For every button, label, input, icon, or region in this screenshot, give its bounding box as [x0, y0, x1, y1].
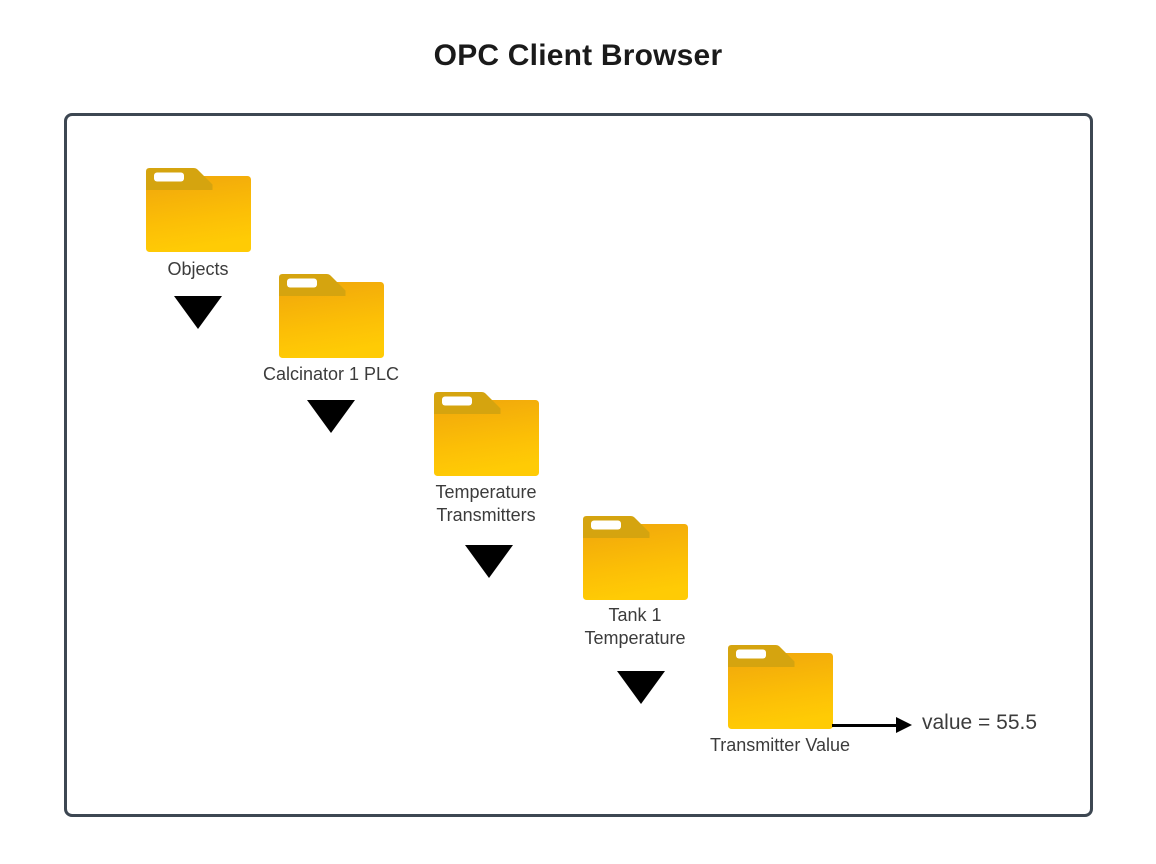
node-label-line: Temperature — [435, 482, 537, 502]
down-triangle-icon[interactable] — [617, 671, 665, 704]
node-label: Temperature Transmitters — [406, 481, 566, 527]
value-readout: value = 55.5 — [922, 711, 1038, 734]
down-triangle-icon[interactable] — [465, 545, 513, 578]
page-title: OPC Client Browser — [433, 39, 723, 72]
browser-panel: Objects Calcinator 1 PLC Temperature Tra… — [64, 113, 1093, 817]
node-label-line: Objects — [167, 259, 229, 279]
node-label-line: Tank 1 — [608, 605, 662, 625]
node-label: Tank 1 Temperature — [555, 604, 715, 650]
folder-icon[interactable] — [279, 272, 384, 358]
node-label: Transmitter Value — [700, 734, 860, 757]
right-arrow-head-icon — [896, 717, 912, 733]
node-label-line: Transmitter Value — [709, 735, 851, 755]
down-triangle-icon[interactable] — [307, 400, 355, 433]
node-label-line: Transmitters — [436, 505, 536, 525]
node-label: Objects — [118, 258, 278, 281]
node-label-line: Calcinator 1 PLC — [262, 364, 400, 384]
node-label-line: Temperature — [584, 628, 686, 648]
node-label: Calcinator 1 PLC — [251, 363, 411, 386]
folder-icon[interactable] — [583, 514, 688, 600]
right-arrow-icon — [832, 724, 898, 727]
folder-icon[interactable] — [146, 166, 251, 252]
down-triangle-icon[interactable] — [174, 296, 222, 329]
folder-icon[interactable] — [434, 390, 539, 476]
folder-icon[interactable] — [728, 643, 833, 729]
